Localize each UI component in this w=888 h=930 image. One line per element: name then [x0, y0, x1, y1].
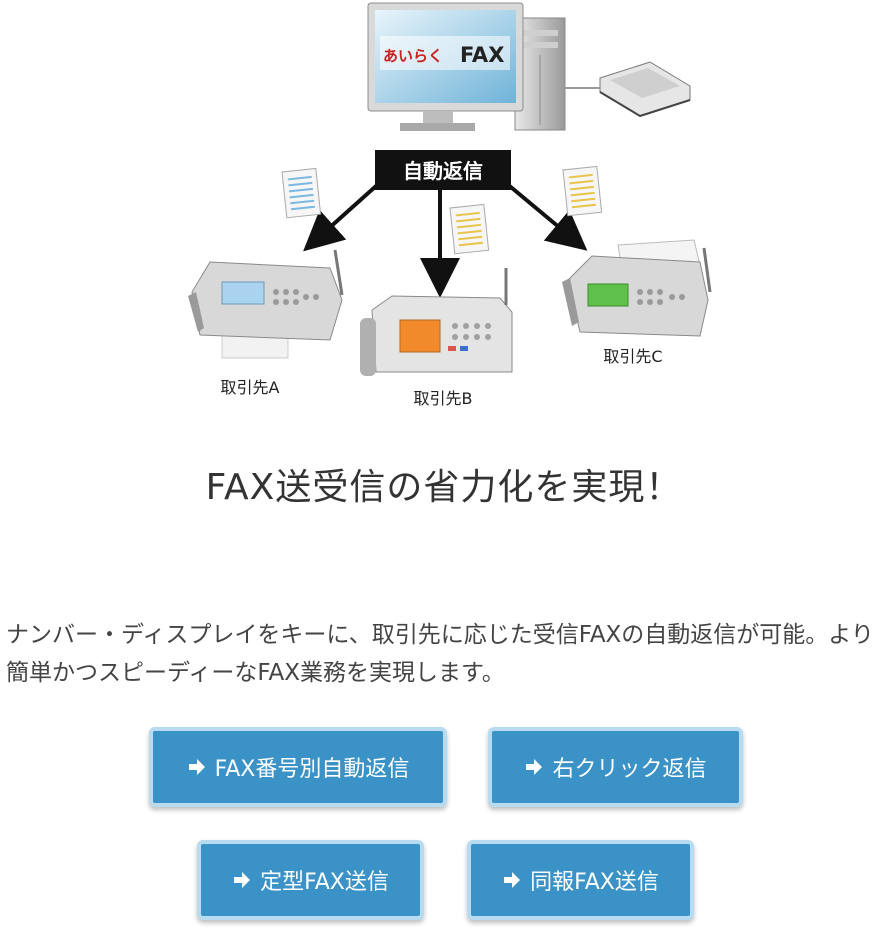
monitor-icon: あいらく FAX: [367, 2, 524, 131]
document-icon: [449, 203, 490, 255]
reply-arrows: [303, 176, 588, 298]
fax-machine-a-icon: [188, 249, 344, 359]
auto-reply-diagram: あいらく FAX 自動返信: [188, 2, 712, 408]
document-icon: [281, 167, 322, 219]
feature-description: ナンバー・ディスプレイをキーに、取引先に応じた受信FAXの自動返信が可能。より簡…: [6, 622, 874, 686]
arrow-right-icon: [188, 759, 205, 775]
document-icon: [562, 165, 603, 217]
computer-illustration: あいらく FAX: [367, 2, 691, 131]
button-label: 同報FAX送信: [530, 870, 659, 895]
arrow-right-icon: [234, 872, 251, 888]
button-label: 右クリック返信: [552, 757, 707, 782]
button-label: 定型FAX送信: [260, 870, 389, 895]
right-click-reply-button[interactable]: 右クリック返信: [488, 727, 743, 807]
router-icon: [565, 61, 691, 118]
broadcast-fax-send-button[interactable]: 同報FAX送信: [467, 840, 694, 920]
fax-machine-b-icon: [360, 268, 513, 376]
arrow-right-icon: [526, 759, 543, 775]
auto-reply-label-text: 自動返信: [403, 159, 483, 183]
fax-machine-c-icon: [562, 239, 712, 337]
arrow-right-icon: [504, 872, 521, 888]
page-headline: FAX送受信の省力化を実現！: [205, 467, 683, 508]
logo-prefix: あいらく: [383, 47, 443, 65]
fax-number-auto-reply-button[interactable]: FAX番号別自動返信: [149, 727, 447, 807]
recipient-a-label: 取引先A: [221, 378, 280, 397]
template-fax-send-button[interactable]: 定型FAX送信: [197, 840, 424, 920]
monitor-logo-text: FAX: [460, 43, 504, 67]
auto-reply-label: 自動返信: [375, 150, 511, 190]
recipient-c-label: 取引先C: [603, 347, 662, 366]
recipient-b-label: 取引先B: [414, 389, 473, 408]
button-label: FAX番号別自動返信: [214, 757, 410, 782]
